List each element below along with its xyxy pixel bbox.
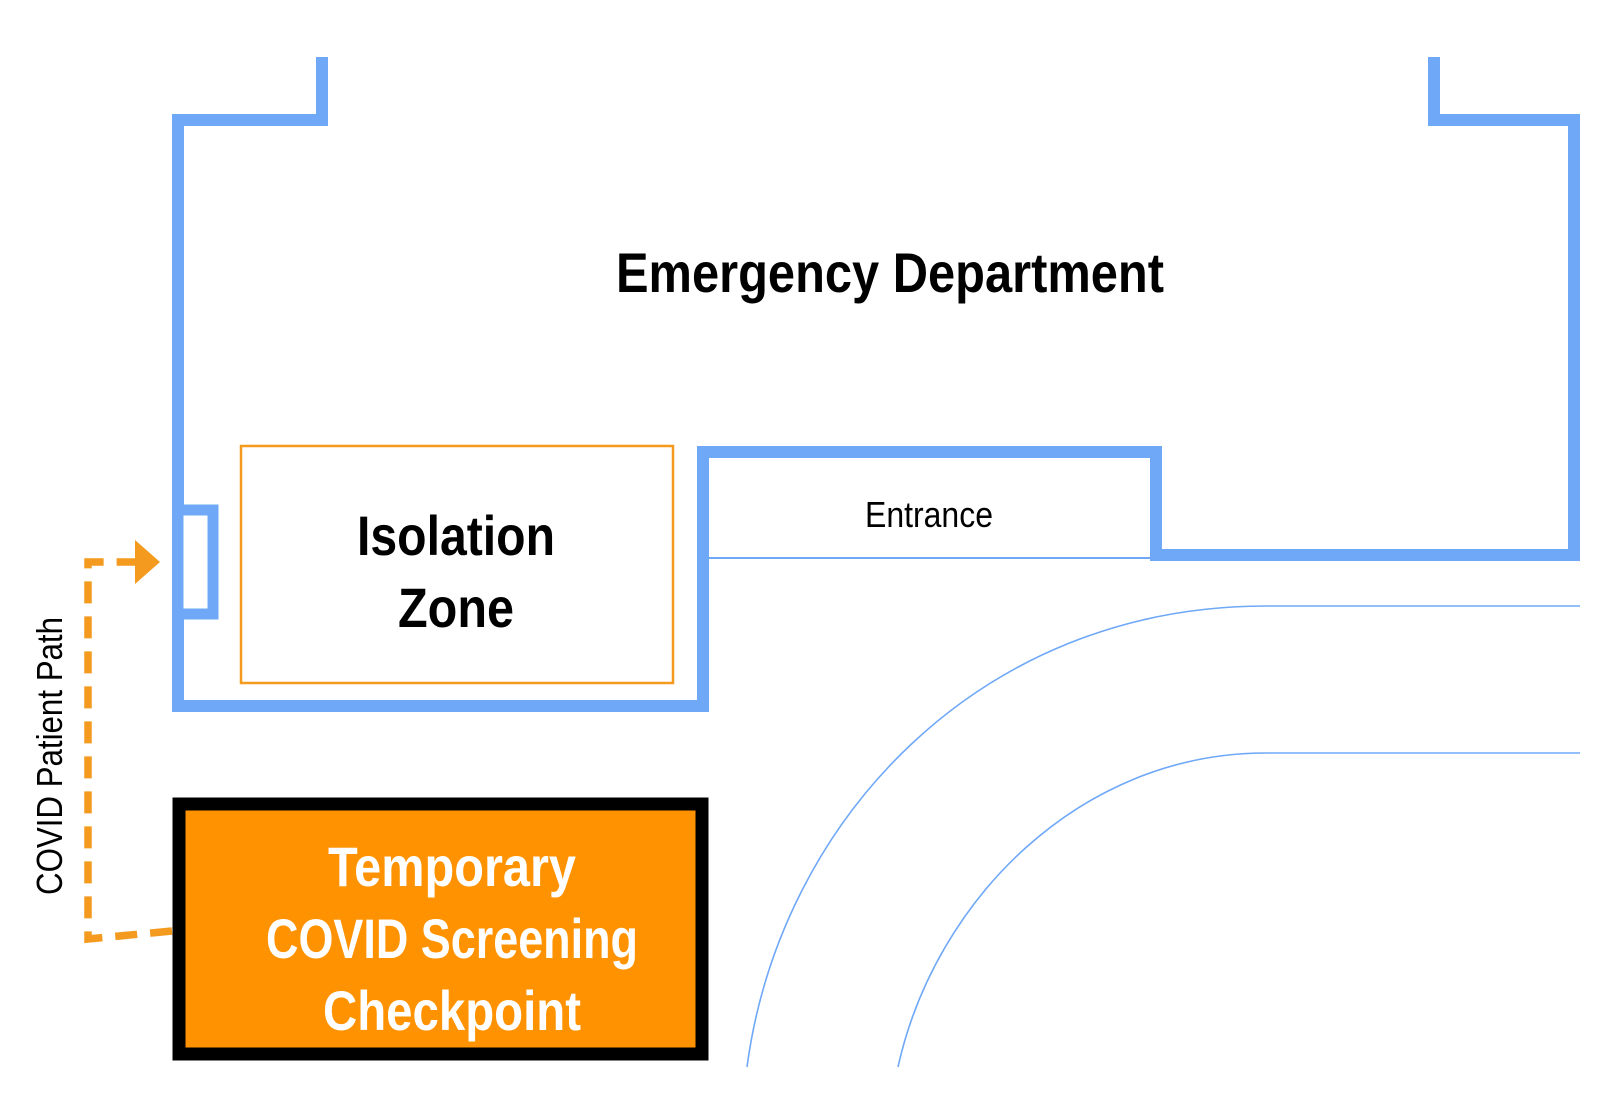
- emergency-department-title: Emergency Department: [616, 241, 1164, 304]
- covid-patient-path-line: [84, 558, 173, 944]
- isolation-zone-label-line2: Zone: [398, 576, 514, 639]
- road-inner-edge: [897, 752, 1580, 1068]
- isolation-side-door: [172, 504, 219, 620]
- isolation-zone-box: [239, 444, 675, 685]
- checkpoint-box: [172, 797, 709, 1061]
- emergency-department-wall: [172, 57, 1580, 712]
- checkpoint-label-line3: Checkpoint: [323, 979, 581, 1042]
- isolation-zone-label-line1: Isolation: [357, 504, 555, 567]
- covid-patient-path-label: COVID Patient Path: [29, 617, 70, 895]
- entrance-label: Entrance: [865, 494, 993, 535]
- road-outer-edge: [746, 605, 1580, 1068]
- checkpoint-label-line1: Temporary: [328, 835, 576, 898]
- covid-patient-path-arrowhead: [135, 540, 160, 584]
- checkpoint-label-line2: COVID Screening: [266, 907, 638, 970]
